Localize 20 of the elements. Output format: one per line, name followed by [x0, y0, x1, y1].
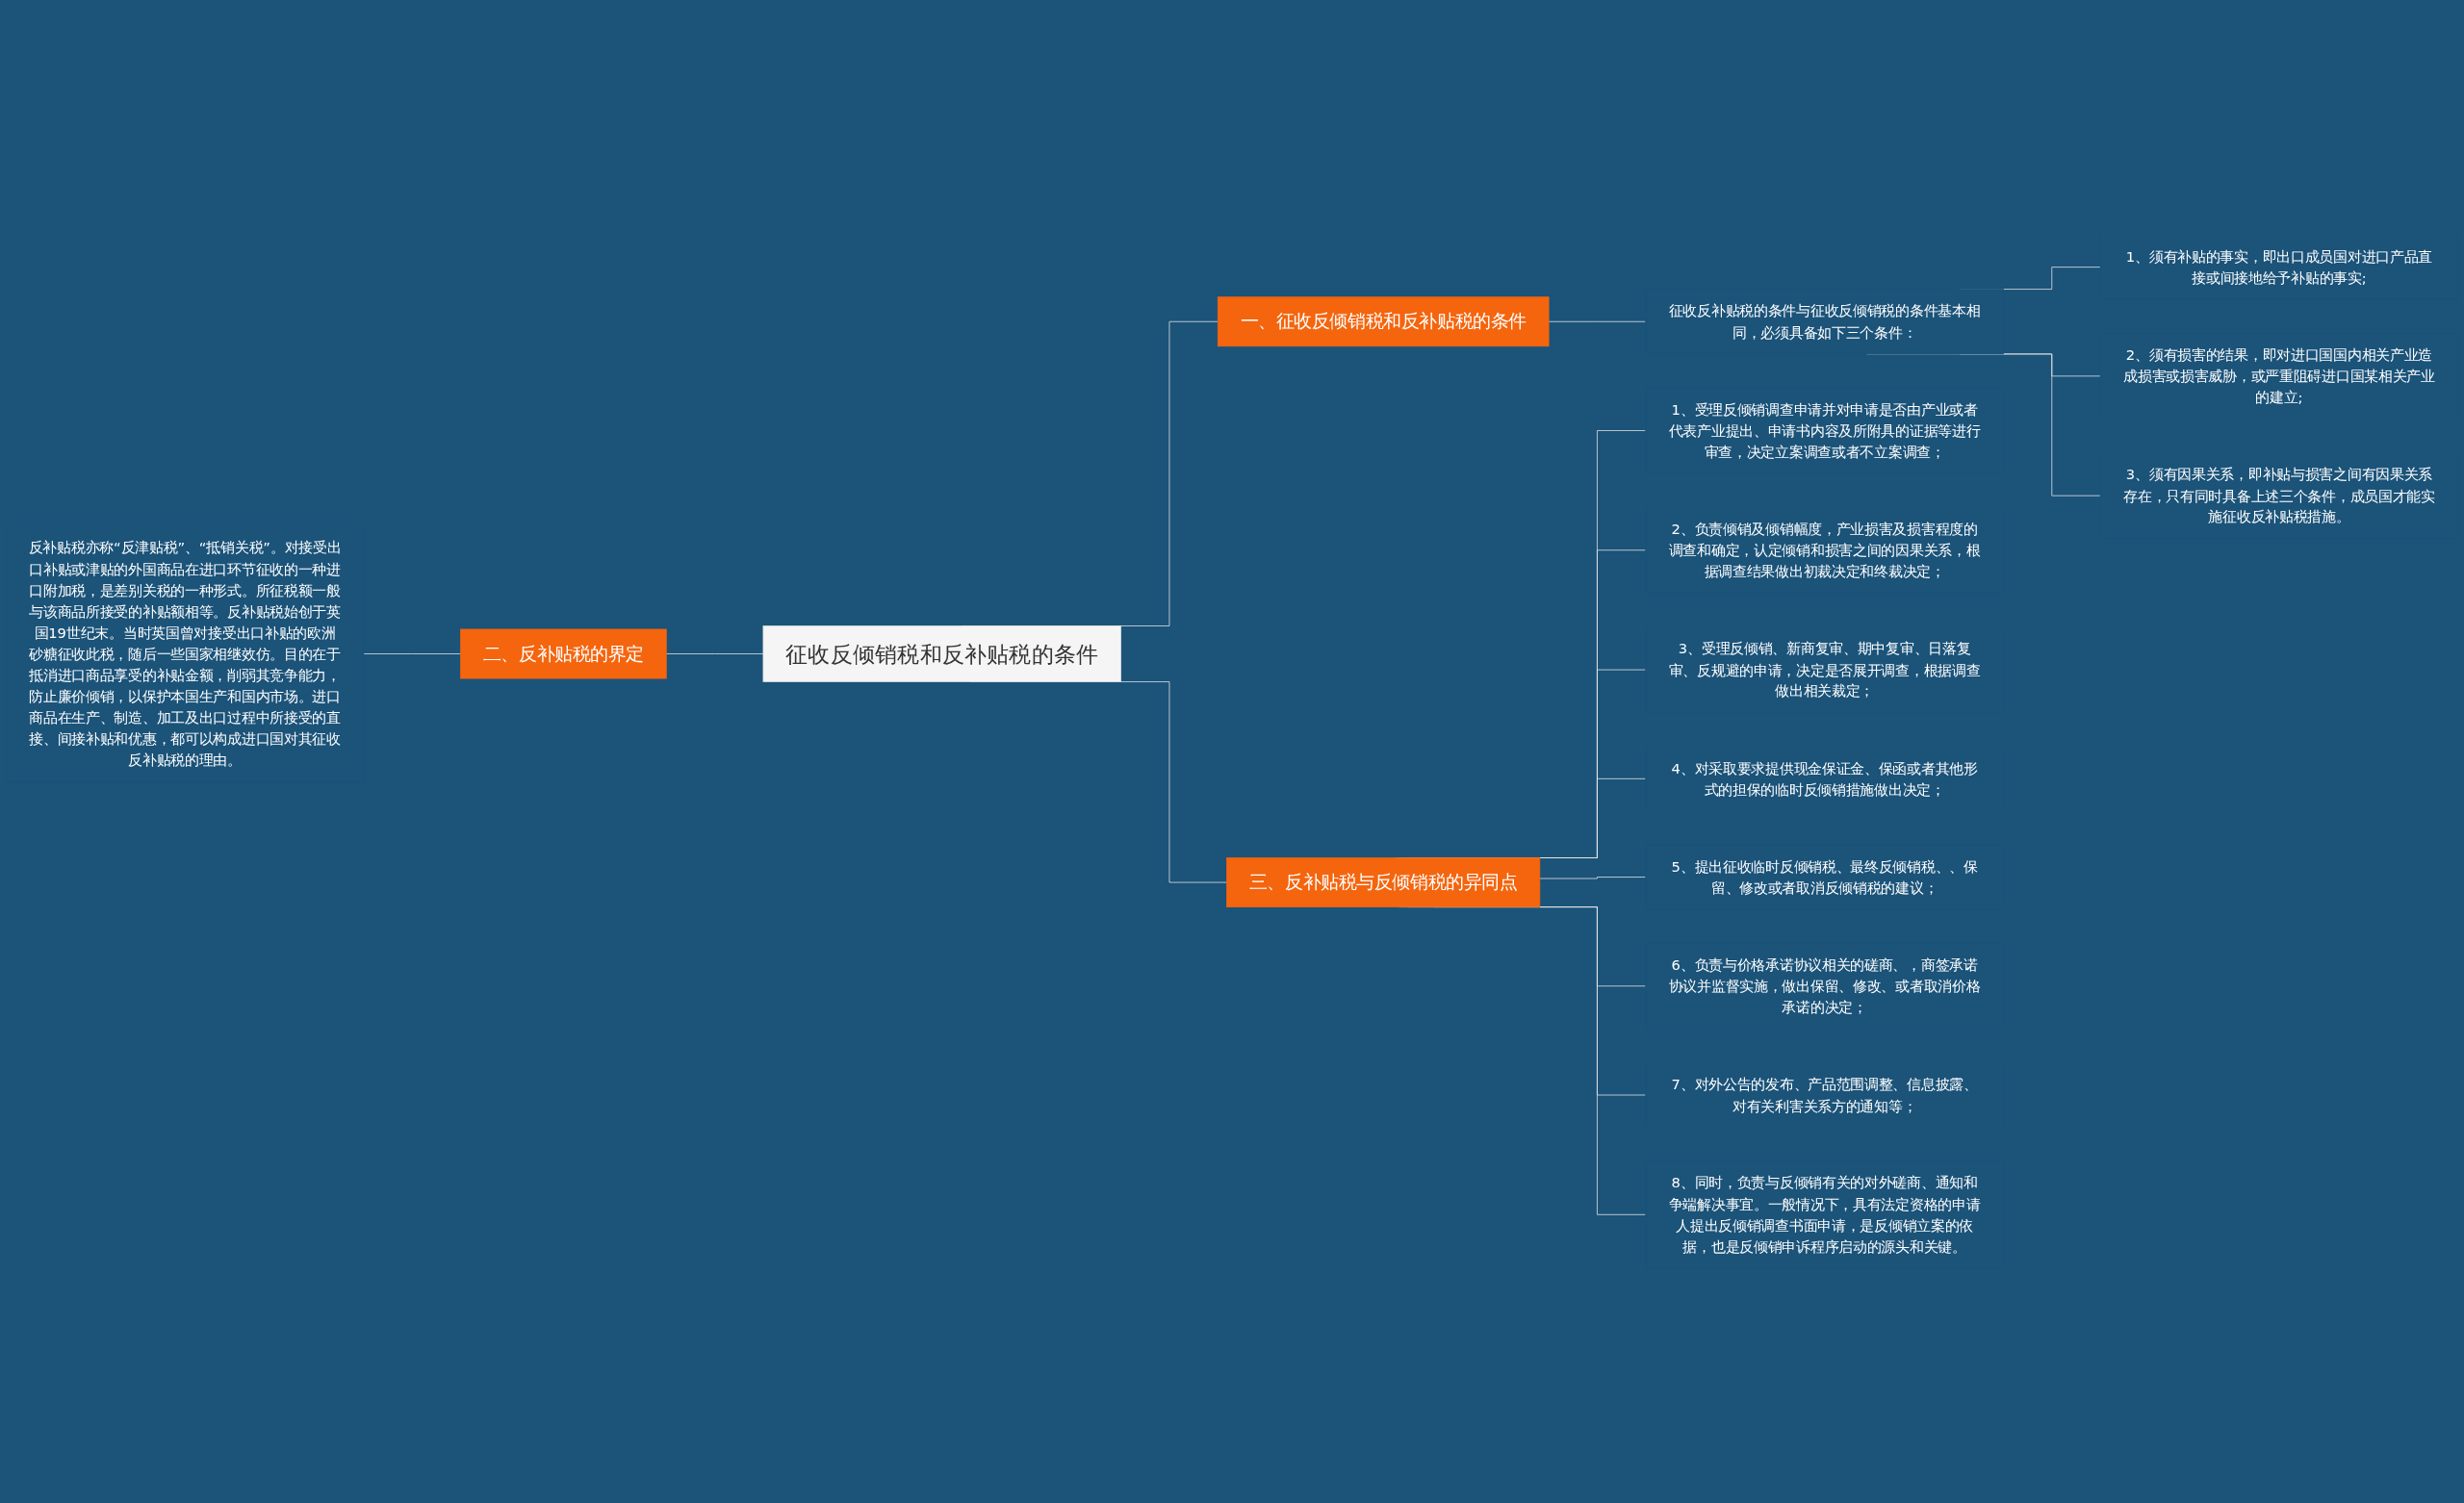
connector — [1548, 320, 1647, 322]
node-box: 三、反补贴税与反倾销税的异同点 — [1226, 857, 1541, 907]
node-text: 1、受理反倾销调查申请并对申请是否由产业或者代表产业提出、申请书内容及所附具的证据等进行审查，决定立案调查或者不立案调查； — [1668, 400, 1981, 460]
node-text: 反补贴税亦称“反津贴税”、“抵销关税”。对接受出口补贴或津贴的外国商品在进口环节征收的一种进口附加税，是差别关税的一种形式。所征税额一般与该商品所接受的补贴额相等。反补贴税始创于英国19世纪末。当时英国曾对接受出口补贴的欧洲砂糖征收此税，随后一些国家相继效仿。目的在于抵消进口商品享受的补贴金额，削弱其竞争能力，防止廉价倾销，以保护本国生产和国内市场。进口商品在生产、制造、加工及出口过程中所接受的直接、间接补贴和优惠，都可以构成进口国对其征收反补贴税的理由。 — [28, 539, 342, 769]
connector — [665, 653, 764, 654]
node-text: 4、对采取要求提供现金保证金、保函或者其他形式的担保的临时反倾销措施做出决定； — [1671, 759, 1978, 798]
node-text: 2、须有损害的结果，即对进口国国内相关产业造成损害或损害威胁，或严重阻碍进口国某相关产业的建立; — [2123, 346, 2435, 406]
node-text: 5、提出征收临时反倾销税、最终反倾销税、、保留、修改或者取消反倾销税的建议； — [1671, 857, 1978, 896]
connector — [363, 653, 461, 654]
node-text: 1、须有补贴的事实，即出口成员国对进口产品直接或间接地给予补贴的事实; — [2125, 247, 2433, 286]
node-text: 6、负责与价格承诺协议相关的磋商、，商签承诺协议并监督实施，做出保留、修改、或者取消价格承诺的决定； — [1668, 955, 1981, 1016]
node-text: 3、须有因果关系，即补贴与损害之间有因果关系存在，只有同时具备上述三个条件，成员国才能实施征收反补贴税措施。 — [2123, 466, 2435, 525]
node-box: 一、征收反倾销税和反补贴税的条件 — [1217, 296, 1550, 347]
node-box: 征收反倾销税和反补贴税的条件 — [762, 625, 1121, 682]
connector — [1539, 877, 1647, 879]
node-box: 二、反补贴税的界定 — [460, 628, 667, 679]
node-text: 3、受理反倾销、新商复审、期中复审、日落复审、反规避的申请，决定是否展开调查，根据调查做出相关裁定； — [1668, 640, 1981, 700]
node-text: 7、对外公告的发布、产品范围调整、信息披露、对有关利害关系方的通知等； — [1671, 1076, 1978, 1114]
node-text: 2、负责倾销及倾销幅度，产业损害及损害程度的调查和确定，认定倾销和损害之间的因果关系，根据调查结果做出初裁决定和终裁决定； — [1668, 521, 1981, 580]
node-text: 8、同时，负责与反倾销有关的对外磋商、通知和争端解决事宜。一般情况下，具有法定资格的申请人提出反倾销调查书面申请，是反倾销立案的依据，也是反倾销申诉程序启动的源头和关键。 — [1668, 1174, 1981, 1255]
